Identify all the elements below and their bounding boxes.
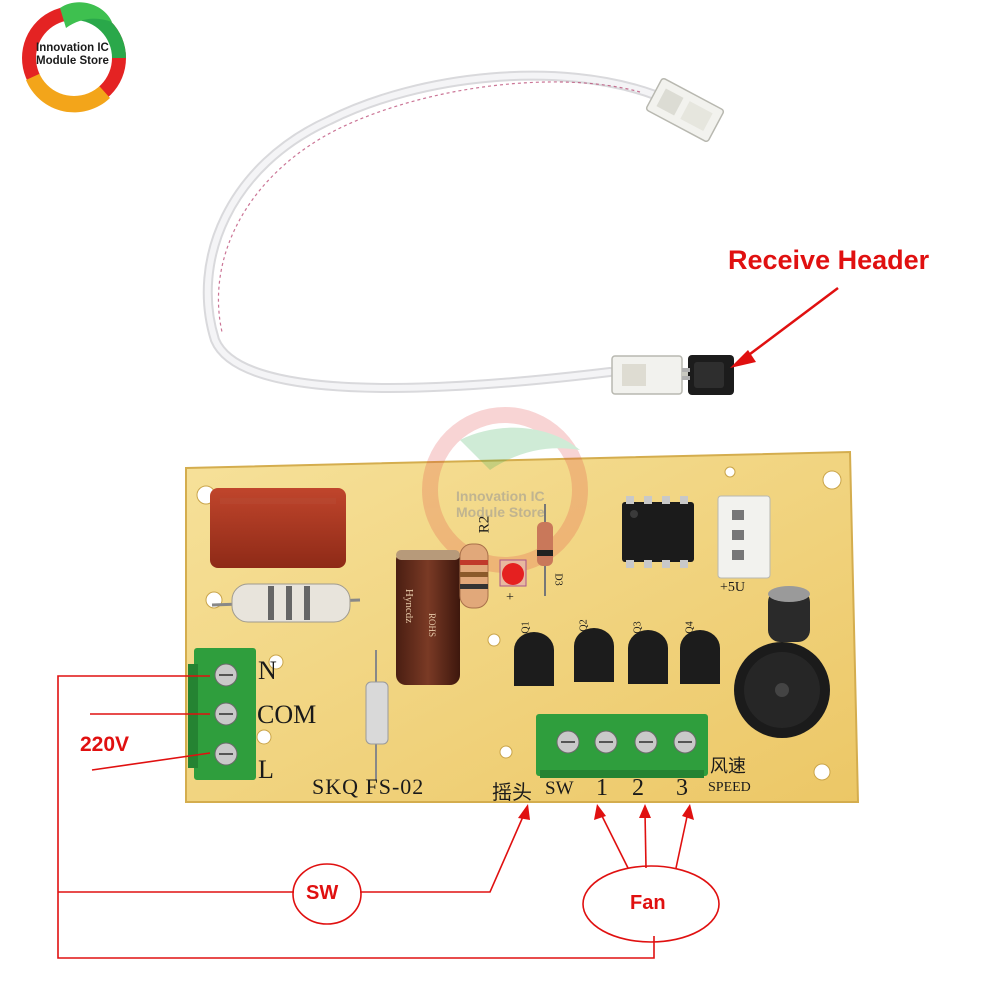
5v-header xyxy=(717,495,771,579)
cap-brand-label: Hyncdz xyxy=(403,588,416,624)
small-capacitor xyxy=(768,586,810,642)
speed-3-label: 3 xyxy=(676,775,688,801)
output-terminal-block xyxy=(536,714,708,778)
electrolytic-capacitor xyxy=(396,550,460,685)
q3-label: Q3 xyxy=(632,621,644,634)
voltage-label: 220V xyxy=(80,733,130,756)
speed-cn-label: 风速 xyxy=(710,756,746,776)
terminal-n-label: N xyxy=(258,656,277,685)
power-terminal-block xyxy=(188,648,256,780)
q2-label: Q2 xyxy=(578,619,590,632)
q4-label: Q4 xyxy=(684,621,696,634)
d3-label: D3 xyxy=(552,573,564,586)
ic-chip xyxy=(622,496,694,568)
terminal-com-label: COM xyxy=(257,700,317,729)
speed-2-label: 2 xyxy=(632,775,644,801)
diode-d3 xyxy=(537,504,553,596)
sw-bubble-label: SW xyxy=(306,882,339,904)
wiring-arrowheads xyxy=(518,804,694,820)
model-label: SKQ FS-02 xyxy=(312,774,425,799)
q1-label: Q1 xyxy=(520,621,532,634)
logo-text: Innovation IC Module Store xyxy=(36,42,109,67)
x2-safety-capacitor xyxy=(210,488,346,568)
swing-label: 摇头 xyxy=(492,782,532,804)
bottom-connector xyxy=(611,355,690,395)
transistors xyxy=(514,628,720,686)
watermark-text: Innovation IC Module Store xyxy=(456,488,545,520)
speed-1-label: 1 xyxy=(596,775,608,801)
cap-rohs-label: ROHS xyxy=(427,612,438,638)
buzzer xyxy=(734,642,830,738)
power-resistor xyxy=(211,583,361,623)
speed-en-label: SPEED xyxy=(708,780,751,795)
glass-fuse xyxy=(365,650,389,780)
wiring-annotations xyxy=(57,675,720,959)
plus5v-label: +5U xyxy=(720,580,746,595)
cable-assembly xyxy=(202,70,734,395)
led-plus-label: + xyxy=(506,590,514,605)
fan-bubble-label: Fan xyxy=(630,892,666,914)
sw-silk-label: SW xyxy=(545,778,574,799)
terminal-l-label: L xyxy=(258,755,274,784)
resistor-r2 xyxy=(459,543,489,609)
ir-receiver-head xyxy=(682,355,734,395)
red-led xyxy=(499,559,527,587)
receive-header-label: Receive Header xyxy=(728,245,930,275)
r2-label: R2 xyxy=(476,515,493,534)
store-logo xyxy=(22,2,126,113)
top-connector xyxy=(645,77,725,143)
receive-header-arrow xyxy=(730,287,839,368)
